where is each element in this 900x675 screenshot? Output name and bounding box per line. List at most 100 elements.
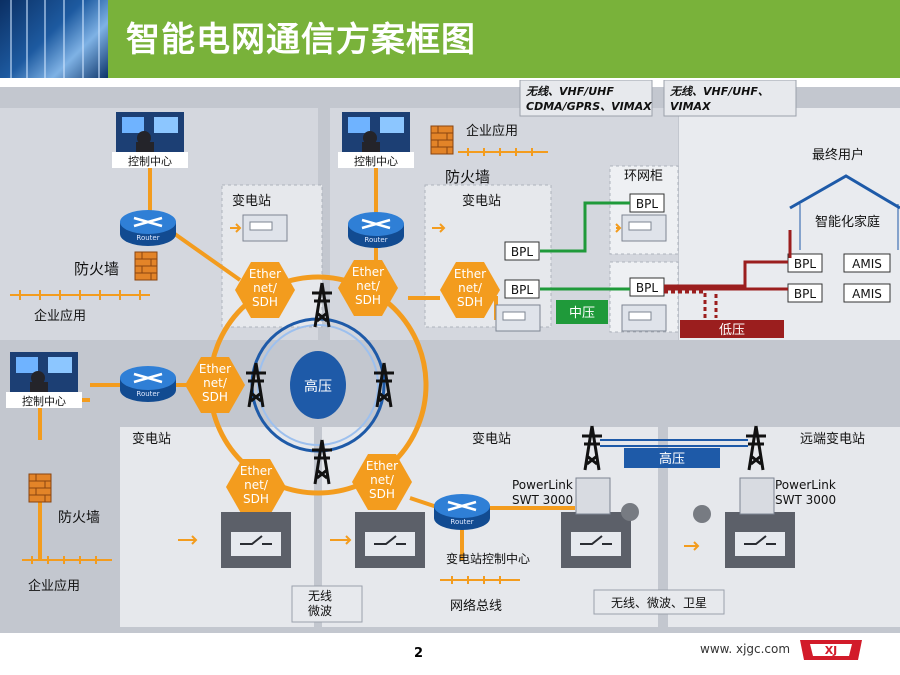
ethernet-sdh-hex-1: Ether net/ SDH [235, 262, 295, 318]
router-label-1: Router [136, 234, 159, 242]
wireless-microwave-satellite-box [593, 589, 725, 615]
switchgear-icon-4 [724, 511, 796, 569]
eth-hex-3-line1: Ether [454, 267, 486, 281]
ethernet-sdh-hex-6: Ether net/ SDH [352, 454, 412, 510]
wireless-box-1-line2: CDMA/GPRS、VIMAX [526, 100, 652, 113]
wireless-box-2-line1: 无线、VHF/UHF、 [669, 85, 769, 98]
arrow-icon-4 [178, 535, 198, 545]
house-walls [799, 204, 899, 250]
phone-icon-1 [621, 503, 639, 521]
amis-box-2 [843, 283, 891, 303]
firewall-icon-2 [430, 125, 454, 155]
mv-line-1 [540, 201, 630, 253]
powerlink-label-2-line1: PowerLink [775, 478, 836, 492]
switchgear-icon-1 [220, 511, 292, 569]
eth-hex-3-line2: net/ [458, 281, 483, 295]
router-label-4: Router [450, 518, 473, 526]
powerlink-device-2 [739, 477, 775, 515]
eth-hex-4-line2: net/ [203, 376, 228, 390]
control-center-label-3: 控制中心 [22, 394, 66, 408]
low-voltage-box [680, 320, 784, 338]
bpl-label-3: BPL [636, 197, 658, 211]
bpl-label-4: BPL [636, 281, 658, 295]
amis-box-1 [843, 253, 891, 273]
eth-hex-6-line1: Ether [366, 459, 398, 473]
wireless-box-1 [519, 80, 653, 117]
ring-main-unit-label: 环网柜 [624, 169, 663, 184]
substation-label-4: 变电站 [472, 431, 511, 447]
powerlink-label-1-line1: PowerLink [512, 478, 573, 492]
arrow-icon-6 [684, 541, 700, 551]
ethernet-sdh-hex-2: Ether net/ SDH [338, 260, 398, 316]
control-center-label-1: 控制中心 [128, 154, 172, 168]
switchgear-icon-3 [560, 511, 632, 569]
title-bar: 智能电网通信方案框图 [0, 0, 900, 78]
bpl-label-1: BPL [511, 245, 533, 259]
eth-hex-4-line1: Ether [199, 362, 231, 376]
substation-label-3: 变电站 [132, 431, 171, 447]
enterprise-app-label-1: 企业应用 [34, 308, 86, 324]
arrow-icon-5 [330, 535, 352, 545]
network-bus-label: 网络总线 [450, 598, 502, 614]
arrow-icon-2 [432, 223, 446, 233]
house-roof-icon [789, 174, 900, 210]
substation-label-1: 变电站 [232, 193, 271, 209]
company-logo: XJ [800, 640, 862, 660]
smart-grid-diagram: 无线、VHF/UHF CDMA/GPRS、VIMAX 无线、VHF/UHF、 V… [0, 80, 900, 633]
router-top-left: Router [118, 208, 178, 248]
smart-home-label: 智能化家庭 [815, 214, 880, 230]
end-user-label: 最终用户 [812, 147, 864, 163]
eth-hex-1-line2: net/ [253, 281, 278, 295]
high-voltage-core [290, 351, 346, 419]
page-number: 2 [414, 646, 424, 661]
meter-icon-1 [242, 214, 288, 242]
ethernet-sdh-hex-5: Ether net/ SDH [226, 459, 286, 515]
eth-hex-1-line1: Ether [249, 267, 281, 281]
bpl-box-1 [504, 241, 540, 261]
bpl-box-6 [787, 283, 823, 303]
footer-url: www. xjgc.com [700, 642, 791, 656]
hv-link [600, 439, 748, 447]
logo-text: XJ [825, 644, 838, 657]
bpl-label-5: BPL [794, 257, 816, 271]
firewall-label-3: 防火墙 [58, 510, 100, 526]
bpl-label-6: BPL [794, 287, 816, 301]
bpl-box-2 [504, 279, 540, 299]
eth-hex-5-line1: Ether [240, 464, 272, 478]
router-bottom: Router [432, 492, 492, 532]
eth-hex-1-line3: SDH [252, 295, 278, 309]
phone-icon-2 [693, 505, 711, 523]
control-center-top-left: 控制中心 [112, 112, 188, 168]
powerlink-label-2-line2: SWT 3000 [775, 493, 836, 507]
eth-hex-3-line3: SDH [457, 295, 483, 309]
router-left: Router [118, 364, 178, 404]
meter-icon-2 [495, 304, 541, 332]
control-center-left: 控制中心 [6, 352, 82, 408]
wireless-box-1-line1: 无线、VHF/UHF [525, 85, 614, 98]
firewall-label-2: 防火墙 [445, 168, 490, 186]
high-voltage-label: 高压 [304, 378, 332, 395]
eth-hex-5-line2: net/ [244, 478, 269, 492]
firewall-icon-1 [134, 251, 158, 281]
page-title: 智能电网通信方案框图 [126, 20, 476, 60]
wireless-microwave-satellite-label: 无线、微波、卫星 [611, 596, 707, 610]
substation-control-center-label: 变电站控制中心 [446, 551, 530, 566]
eth-hex-2-line3: SDH [355, 293, 381, 307]
router-top-middle: Router [346, 210, 406, 250]
control-center-label-2: 控制中心 [354, 154, 398, 168]
low-voltage-label: 低压 [719, 323, 745, 338]
amis-label-1: AMIS [852, 257, 882, 271]
medium-voltage-label: 中压 [569, 306, 595, 321]
hv-link-box [624, 448, 720, 468]
amis-label-2: AMIS [852, 287, 882, 301]
enterprise-bus-lines [10, 148, 548, 584]
meter-icon-3 [621, 214, 667, 242]
meter-icon-4 [621, 304, 667, 332]
wireless-microwave-line2: 微波 [308, 604, 332, 618]
eth-hex-2-line2: net/ [356, 279, 381, 293]
enterprise-app-label-2: 企业应用 [466, 123, 518, 139]
powerlink-device-1 [575, 477, 611, 515]
eth-hex-6-line2: net/ [370, 473, 395, 487]
ethernet-sdh-hex-4: Ether net/ SDH [185, 357, 245, 413]
substation-label-2: 变电站 [462, 193, 501, 209]
